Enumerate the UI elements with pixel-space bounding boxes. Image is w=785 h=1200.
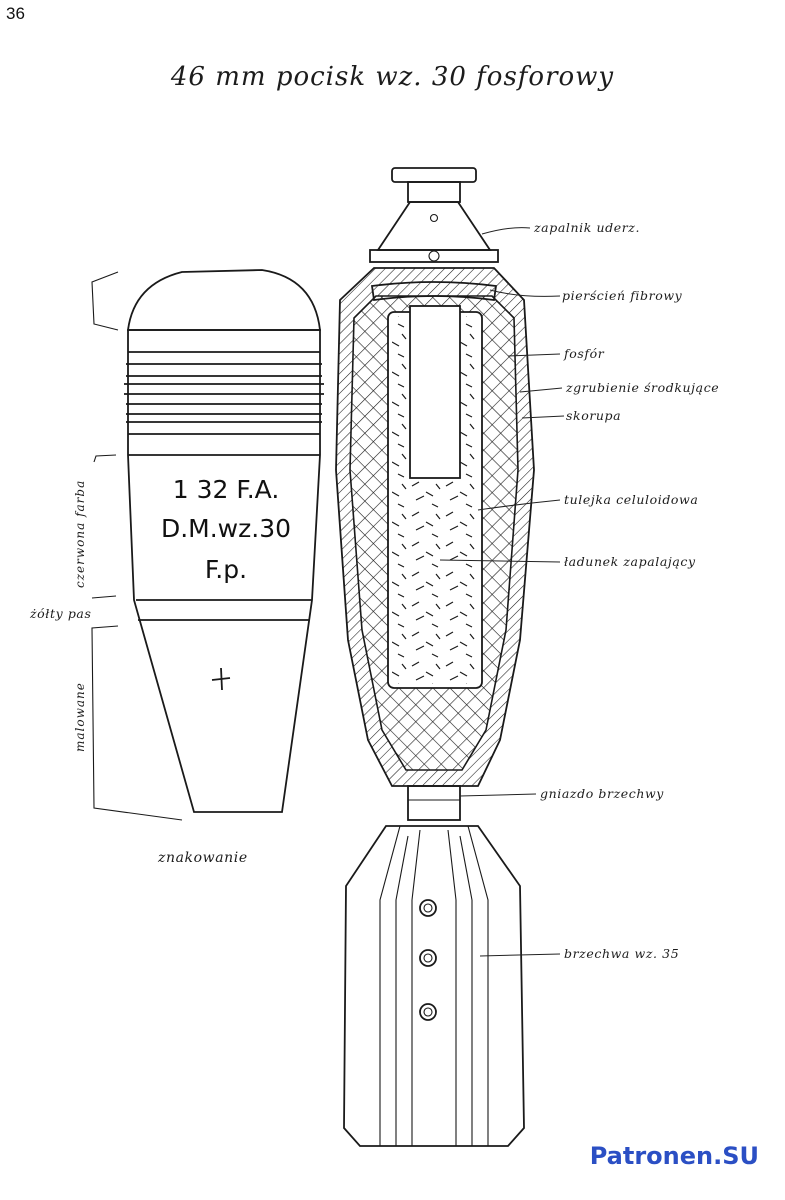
label-red-paint: czerwona farba — [73, 480, 87, 588]
label-centering-bulge: zgrubienie środkujące — [565, 380, 719, 395]
fuse-well — [409, 305, 461, 479]
page-number: 36 — [6, 4, 25, 23]
label-incendiary-charge: ładunek zapalający — [564, 554, 696, 569]
fuse — [369, 167, 499, 263]
tail-fin-assembly — [343, 825, 525, 1147]
fibre-ring — [370, 281, 498, 302]
marking-line-2: D.M.wz.30 — [161, 514, 291, 543]
label-shell-casing: skorupa — [566, 408, 621, 423]
exterior-view: 1 32 F.A. D.M.wz.30 F.p. czerwona farba … — [29, 269, 324, 866]
marking-line-3: F.p. — [205, 555, 247, 584]
leader-lines — [439, 227, 565, 957]
label-impact-fuse: zapalnik uderz. — [533, 220, 640, 235]
tail-socket — [407, 785, 461, 821]
page-title: 46 mm pocisk wz. 30 fosforowy — [170, 62, 615, 92]
marking-caption: znakowanie — [157, 850, 248, 866]
marking-line-1: 1 32 F.A. — [173, 475, 280, 504]
label-yellow-band: żółty pas — [29, 606, 92, 621]
exterior-body-outline — [127, 329, 321, 813]
label-painted: malowane — [73, 682, 87, 752]
label-celluloid-tube: tulejka celuloidowa — [564, 492, 698, 507]
label-fibre-ring: pierścień fibrowy — [562, 288, 683, 303]
label-phosphorus: fosfór — [563, 346, 605, 361]
exterior-bands — [124, 351, 324, 456]
label-tail-fin: brzechwa wz. 35 — [564, 946, 679, 961]
exterior-nose — [126, 269, 322, 331]
label-tail-socket: gniazdo brzechwy — [540, 786, 664, 801]
cross-section: zapalnik uderz. pierścień fibrowy fosfór… — [335, 167, 719, 1147]
watermark-text: Patronen.SU — [589, 1142, 759, 1170]
tail-vent-holes — [419, 899, 437, 1021]
exterior-brackets — [91, 271, 183, 821]
exterior-cross-mark — [211, 667, 231, 691]
